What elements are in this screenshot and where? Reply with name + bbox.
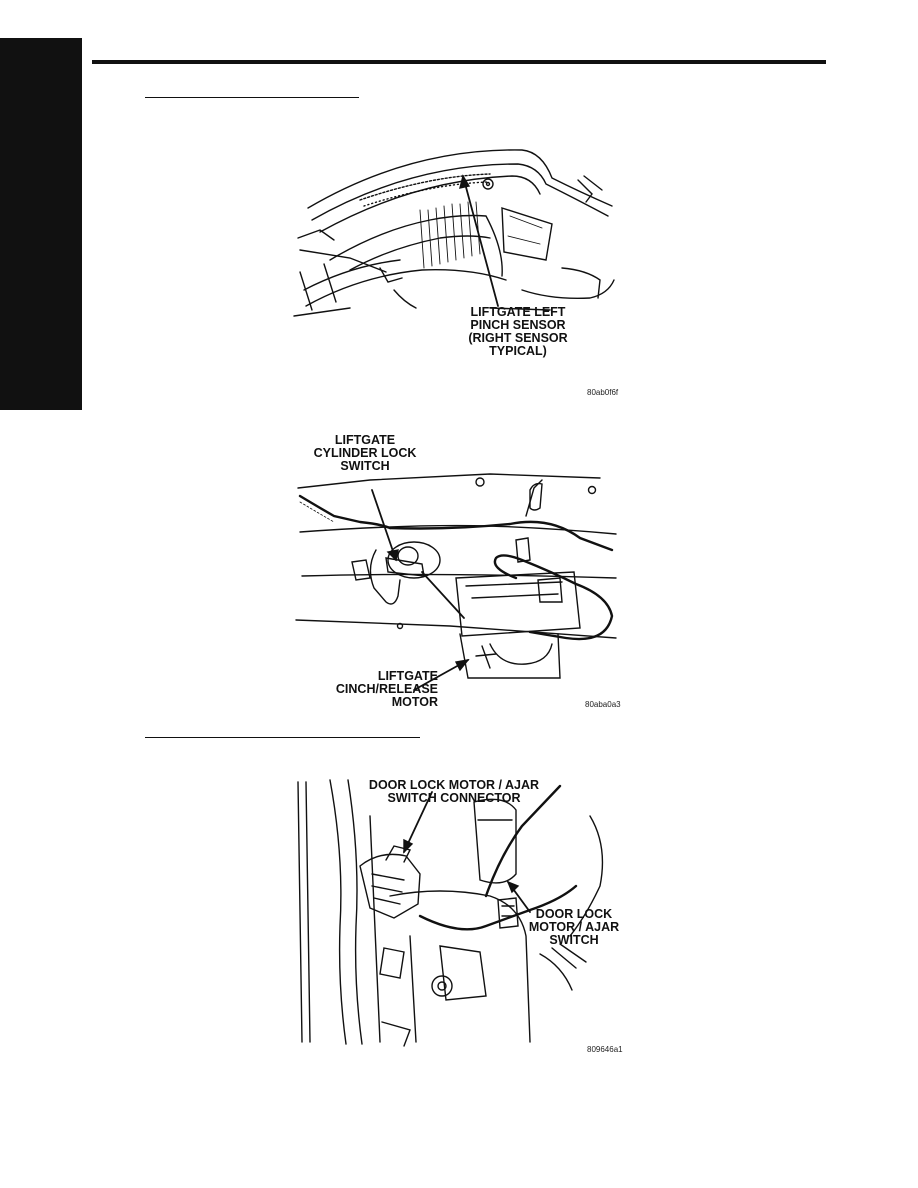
- figure-liftgate-pinch-sensor: [290, 140, 620, 408]
- figure-door-lock-motor: [290, 776, 620, 1048]
- callout-door-lock-connector: DOOR LOCK MOTOR / AJAR SWITCH CONNECTOR: [368, 778, 540, 805]
- heading-rule-middle: [145, 737, 420, 738]
- figure-code-1: 80ab0f6f: [587, 388, 619, 397]
- lock-switch-illustration: [295, 473, 617, 691]
- callout-cylinder-lock-switch: LIFTGATE CYLINDER LOCK SWITCH: [313, 433, 417, 473]
- figure-liftgate-lock-switch: [290, 468, 620, 708]
- section-tab: [0, 38, 82, 410]
- heading-rule-top: [145, 97, 359, 98]
- callout-cinch-release-motor: LIFTGATE CINCH/RELEASE MOTOR: [335, 669, 438, 709]
- door-lock-illustration: [297, 779, 604, 1047]
- callout-door-lock-motor-switch: DOOR LOCK MOTOR / AJAR SWITCH: [528, 907, 620, 947]
- header-rule: [92, 60, 826, 64]
- callout-pinch-sensor: LIFTGATE LEFT PINCH SENSOR (RIGHT SENSOR…: [468, 305, 568, 358]
- pinch-sensor-illustration: [293, 149, 615, 317]
- figure-code-3: 809646a1: [587, 1045, 623, 1054]
- figure-code-2: 80aba0a3: [585, 700, 621, 709]
